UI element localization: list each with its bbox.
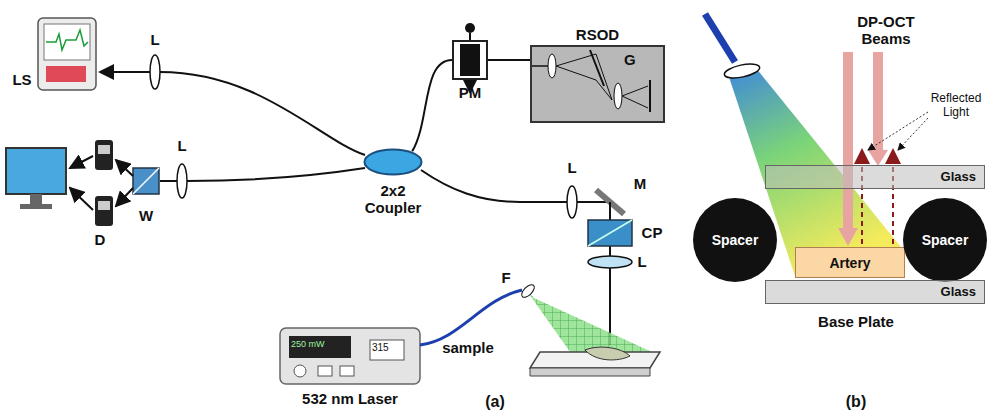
laser-device	[280, 328, 420, 384]
part-label: (b)	[846, 393, 866, 411]
sample-plate	[530, 347, 660, 376]
polarization-modulator: PM	[452, 40, 488, 80]
part-label: CP	[642, 224, 663, 241]
node-text: Artery	[829, 254, 870, 270]
artery-sample: Artery	[795, 247, 905, 278]
node-text: Spacer	[712, 232, 759, 248]
rsod-box: RSODG	[530, 45, 665, 123]
spacer-ball: Spacer	[693, 198, 777, 282]
optical-fiber	[412, 60, 452, 151]
node-text: RSOD	[558, 26, 638, 43]
wollaston-prism	[133, 168, 159, 194]
glass-slide: Glass	[765, 165, 985, 189]
part-label: L	[637, 253, 646, 270]
computer-monitor	[6, 148, 66, 209]
part-label: D	[95, 231, 106, 248]
part-label: (a)	[485, 393, 505, 411]
part-label: L	[177, 137, 186, 154]
node-text: Spacer	[922, 232, 969, 248]
detectors	[95, 140, 113, 226]
optical-fiber	[488, 59, 530, 61]
rsod-optics	[530, 45, 665, 123]
node-text: 250 mW	[291, 339, 325, 349]
node-text: Glass	[941, 170, 976, 185]
part-label: LS	[12, 71, 31, 88]
part-label: L	[567, 159, 576, 176]
fiber-coupler: 2x2 Coupler	[363, 148, 423, 176]
coupler-ellipse	[363, 148, 423, 176]
polarizer-cube	[588, 220, 632, 246]
node-text: 315	[372, 342, 389, 354]
spacer-ball: Spacer	[903, 198, 987, 282]
part-label: W	[139, 207, 153, 224]
laser-source: 250 mW315532 nm Laser	[280, 328, 420, 384]
node-text: PM	[450, 84, 490, 101]
ls-monitor	[38, 18, 96, 90]
node-text: 2x2 Coupler	[353, 182, 433, 217]
node-text: G	[624, 51, 636, 68]
node-text: Glass	[941, 285, 976, 300]
node-text: 532 nm Laser	[270, 390, 430, 407]
part-label: L	[150, 31, 159, 48]
part-label: Reflected Light	[921, 92, 991, 120]
base-glass: Glass	[765, 280, 985, 304]
part-label: M	[634, 175, 647, 192]
part-label: DP-OCT Beams	[846, 13, 926, 48]
part-label: F	[501, 269, 510, 286]
part-label: sample	[442, 339, 494, 356]
part-label: Base Plate	[818, 313, 894, 330]
